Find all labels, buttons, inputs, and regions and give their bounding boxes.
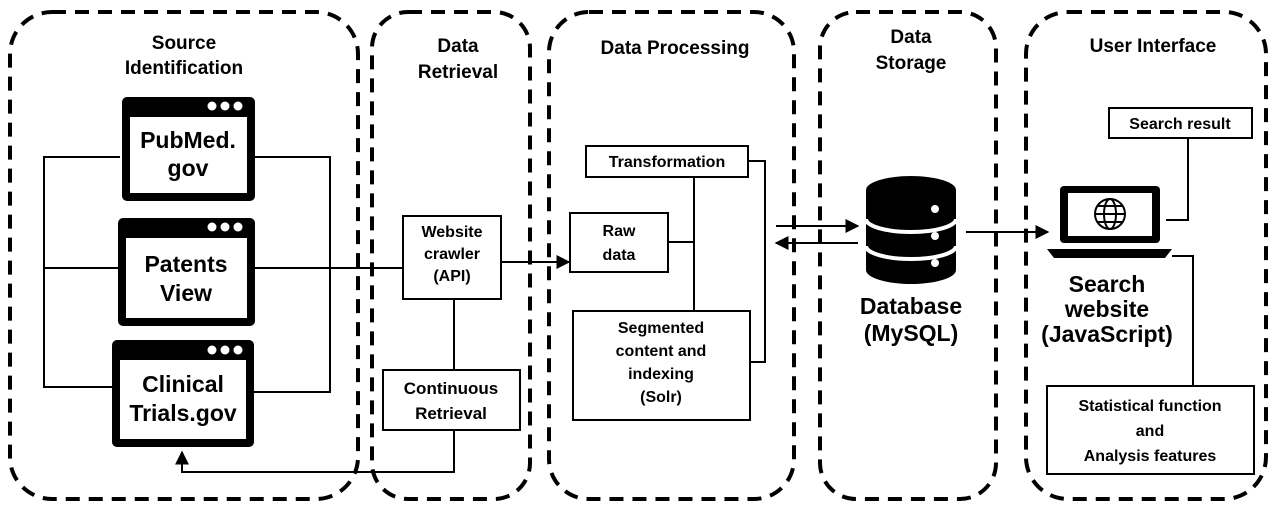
segmented-content-label-line-3: indexing bbox=[628, 366, 694, 383]
website-crawler-label: Website crawler (API) bbox=[421, 224, 482, 285]
statistical-function-box bbox=[1046, 385, 1255, 475]
raw-data-label-line-1: Raw bbox=[603, 223, 636, 240]
search-result-label: Search result bbox=[1129, 116, 1231, 133]
pubmed-window: PubMed.gov bbox=[122, 97, 255, 201]
website-to-search-result-line bbox=[1166, 138, 1189, 221]
stage-title-user-interface: User Interface bbox=[1090, 36, 1217, 57]
search-result-label-line-1: Search result bbox=[1129, 116, 1231, 133]
clinicaltrials-label-line-2: Trials.gov bbox=[129, 400, 237, 426]
raw-data-label-line-2: data bbox=[603, 247, 636, 264]
clinicaltrials-label-line-1: Clinical bbox=[142, 371, 224, 397]
stage-title-data-processing-line-1: Data Processing bbox=[601, 38, 750, 59]
stage-data-storage bbox=[818, 10, 998, 501]
laptop-icon bbox=[1047, 186, 1172, 258]
stage-title-user-interface-line-1: User Interface bbox=[1090, 36, 1217, 57]
database-label-line-1: Database bbox=[860, 293, 962, 319]
continuous-feedback-arrow bbox=[175, 430, 455, 473]
search-website-label-line-3: (JavaScript) bbox=[1041, 321, 1173, 347]
website-crawler-label-line-3: (API) bbox=[433, 268, 470, 285]
segmented-content-box bbox=[572, 310, 751, 421]
database-icon bbox=[864, 176, 958, 284]
statistical-function-label-line-3: Analysis features bbox=[1084, 448, 1217, 465]
search-website-label-line-2: website bbox=[1064, 296, 1149, 322]
stage-title-data-storage-line-2: Storage bbox=[876, 53, 947, 74]
continuous-retrieval-label-line-1: Continuous bbox=[404, 379, 498, 398]
globe-icon bbox=[1094, 198, 1126, 230]
search-result-box bbox=[1108, 107, 1253, 139]
patentsview-label-line-2: View bbox=[160, 280, 212, 306]
stage-data-processing bbox=[547, 10, 796, 501]
segmented-content-label-line-1: Segmented bbox=[618, 320, 704, 337]
stage-title-data-processing: Data Processing bbox=[601, 38, 750, 59]
pubmed-label-line-2: gov bbox=[168, 155, 209, 181]
segmented-content-label-line-2: content and bbox=[616, 343, 707, 360]
statistical-function-label-line-2: and bbox=[1136, 423, 1164, 440]
continuous-retrieval-box bbox=[382, 369, 521, 431]
transformation-box bbox=[585, 145, 749, 178]
transformation-label: Transformation bbox=[609, 154, 725, 171]
stage-title-data-retrieval-line-2: Retrieval bbox=[418, 62, 498, 83]
search-website-label-line-1: Search bbox=[1069, 271, 1146, 297]
continuous-retrieval-label-line-2: Retrieval bbox=[415, 404, 487, 423]
website-crawler-box bbox=[402, 215, 502, 300]
stage-user-interface bbox=[1024, 10, 1268, 501]
database-label: Database(MySQL) bbox=[860, 293, 962, 346]
stage-title-source-identification-line-2: Identification bbox=[125, 58, 243, 79]
pubmed-label: PubMed.gov bbox=[140, 127, 236, 181]
website-to-statistical-line bbox=[1172, 255, 1194, 386]
raw-data-label: Raw data bbox=[603, 223, 636, 264]
processing-connectors bbox=[668, 160, 766, 363]
stage-title-data-storage-line-1: Data bbox=[890, 27, 932, 48]
segmented-content-label-line-4: (Solr) bbox=[640, 389, 682, 406]
raw-data-box bbox=[569, 212, 669, 273]
patentsview-label-line-1: Patents bbox=[144, 251, 227, 277]
pubmed-label-line-1: PubMed. bbox=[140, 127, 236, 153]
website-crawler-label-line-2: crawler bbox=[424, 246, 480, 263]
transformation-label-line-1: Transformation bbox=[609, 154, 725, 171]
segmented-content-label: Segmented content and indexing (Solr) bbox=[616, 320, 707, 406]
database-label-line-2: (MySQL) bbox=[864, 320, 959, 346]
website-crawler-label-line-1: Website bbox=[421, 224, 482, 241]
statistical-function-label-line-1: Statistical function bbox=[1078, 398, 1221, 415]
stage-data-retrieval bbox=[370, 10, 532, 501]
stage-title-source-identification-line-1: Source bbox=[152, 33, 216, 54]
stage-source-identification bbox=[8, 10, 360, 501]
source-connectors bbox=[43, 156, 331, 393]
stage-title-data-retrieval-line-1: Data bbox=[437, 36, 479, 57]
